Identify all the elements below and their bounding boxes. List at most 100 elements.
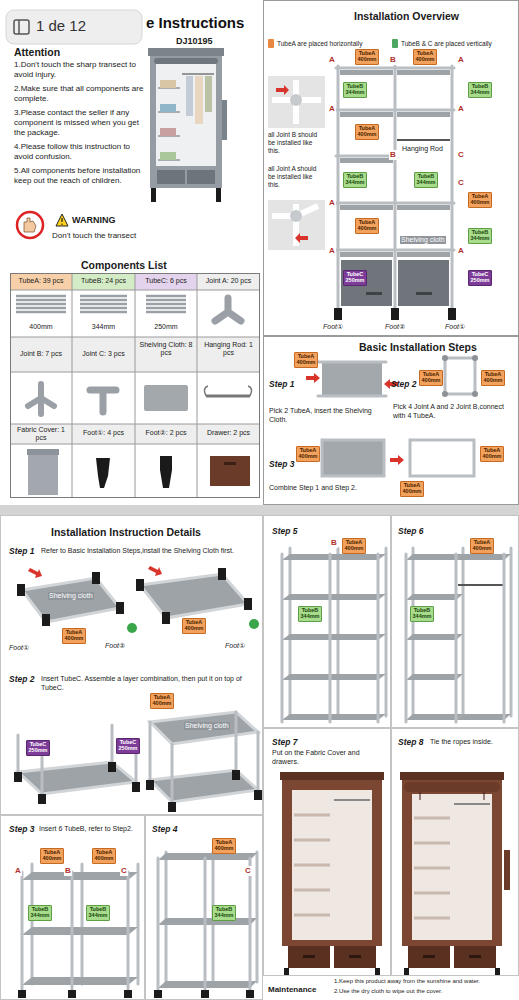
label-slot: 4.Please follow this instruction to avoi… (14, 142, 144, 162)
step7-wardrobe (334, 946, 376, 968)
label-slot: TubeA 400mm (355, 124, 379, 140)
joint-letter: A (457, 104, 465, 114)
label-slot: 1 de 12 (36, 17, 86, 35)
components-table (10, 444, 260, 445)
section-heading: Installation Instruction Details (51, 526, 201, 539)
basic-steps-pictures (472, 391, 478, 397)
step4-picture (165, 852, 168, 982)
step7-wardrobe (280, 772, 384, 780)
step5-picture (289, 548, 292, 716)
section-heading: Attention (14, 46, 60, 59)
step1-detail-picture (28, 568, 42, 578)
tube-tag: TubeA 400mm (470, 538, 494, 554)
part-name: Shelving cloth (48, 592, 94, 600)
text-slot: Step 2 (9, 674, 35, 684)
label-slot: Joint C: 3 pcs (72, 350, 135, 358)
step2-detail-picture (17, 735, 20, 772)
tube-tag: TubeC 250mm (343, 270, 367, 286)
frame-diagram (340, 70, 393, 75)
text-slot: Pick 2 TubeA, insert the Shelving Cloth. (269, 407, 391, 425)
title-slot: e Instructions (146, 14, 244, 32)
components-table (28, 455, 58, 495)
step8-wardrobe (454, 803, 490, 805)
step-text: Put on the Fabric Cover and drawers. (272, 749, 387, 767)
step8-wardrobe (408, 946, 450, 968)
components-table (80, 299, 127, 302)
label-slot: B (64, 866, 72, 876)
joint-insets (268, 76, 325, 128)
step-label: Step 6 (398, 526, 424, 536)
joint-letter: A (328, 198, 336, 208)
joint-insets (295, 233, 308, 243)
joint-insets (276, 85, 289, 95)
label-slot: 2.Use the dry cloth to wipe out the cove… (334, 988, 442, 995)
components-table (135, 273, 136, 498)
label-slot: TubeA 400mm (480, 446, 504, 462)
step2-detail-picture (254, 790, 262, 800)
step5-picture (282, 714, 386, 720)
label-slot: Attention (14, 46, 60, 59)
label-slot: Hanging Rod (401, 145, 444, 153)
frame-diagram (397, 139, 450, 141)
wardrobe-picture (216, 188, 221, 202)
frame-diagram (451, 66, 454, 308)
joint-letter: A (328, 55, 336, 65)
step-text: Pick 4 Joint A and 2 Joint B,connect wit… (393, 403, 515, 421)
foot-label: Foot② (104, 642, 126, 650)
components-table (197, 273, 198, 498)
label-slot: TubeC 250mm (343, 270, 367, 286)
wardrobe-picture (148, 48, 227, 202)
step6-picture (406, 674, 463, 680)
step2-detail-picture (257, 732, 260, 790)
step-cell: Installation Instruction DetailsStep 1Re… (0, 515, 263, 815)
table-cell: Joint B: 7 pcs (10, 350, 72, 358)
components-table (72, 273, 73, 498)
step7-wardrobe (334, 799, 370, 801)
step2-detail-picture (146, 780, 154, 790)
components-table (16, 311, 66, 314)
label-slot: Foot② (384, 323, 406, 331)
table-cell: Shelving Cloth: 8 pcs (135, 341, 197, 357)
tube-tag: TubeA 400mm (480, 446, 504, 462)
tube-tag: TubeA 400mm (40, 848, 64, 864)
joint-letter: A (328, 246, 336, 256)
components-table (144, 385, 188, 411)
part-name: Shelving cloth (184, 722, 230, 730)
step7-wardrobe (349, 955, 361, 958)
legend-row: TubeB & C are placed vertically (392, 39, 492, 48)
part-name: Shelving cloth (400, 236, 446, 244)
step8-wardrobe (400, 772, 510, 976)
components-table (160, 456, 172, 488)
joint-insets (268, 200, 325, 250)
wardrobe-picture (160, 128, 176, 136)
note-text: 4.Please follow this instruction to avoi… (14, 142, 144, 162)
text-slot: Step 8 (398, 737, 424, 747)
step3-picture (21, 872, 24, 990)
joint-letter: B (389, 55, 397, 65)
label-slot: all Joint B should be installed like thi… (268, 131, 325, 154)
frame-diagram (334, 66, 456, 320)
part-name: Hanging Rod (401, 145, 444, 153)
gallery-overlay (6, 10, 142, 44)
label-slot: Shelving cloth (400, 236, 446, 244)
components-table (16, 303, 66, 306)
components-table (80, 303, 127, 306)
label-slot: TubeC 250mm (116, 738, 140, 754)
tube-tag: TubeB 344mm (410, 606, 434, 622)
components-table (10, 337, 260, 338)
step-text: Combine Step 1 and Step 2. (269, 484, 357, 493)
label-slot: TubeA 400mm (40, 848, 64, 864)
label-slot: Foot① (322, 323, 344, 331)
basic-steps-pictures (318, 361, 386, 364)
section-heading: Components List (81, 259, 167, 272)
step2-detail-picture (38, 794, 46, 804)
tube-tag: TubeA 400mm (294, 352, 318, 368)
step-cell: Step 4 (145, 815, 263, 1000)
step8-wardrobe (414, 867, 450, 870)
components-table (28, 384, 54, 414)
joint-letter: B (389, 150, 397, 160)
step1-detail-picture (17, 584, 25, 596)
warning-icons (17, 212, 43, 238)
basic-steps-pictures (306, 355, 478, 476)
step7-wardrobe (292, 790, 372, 940)
